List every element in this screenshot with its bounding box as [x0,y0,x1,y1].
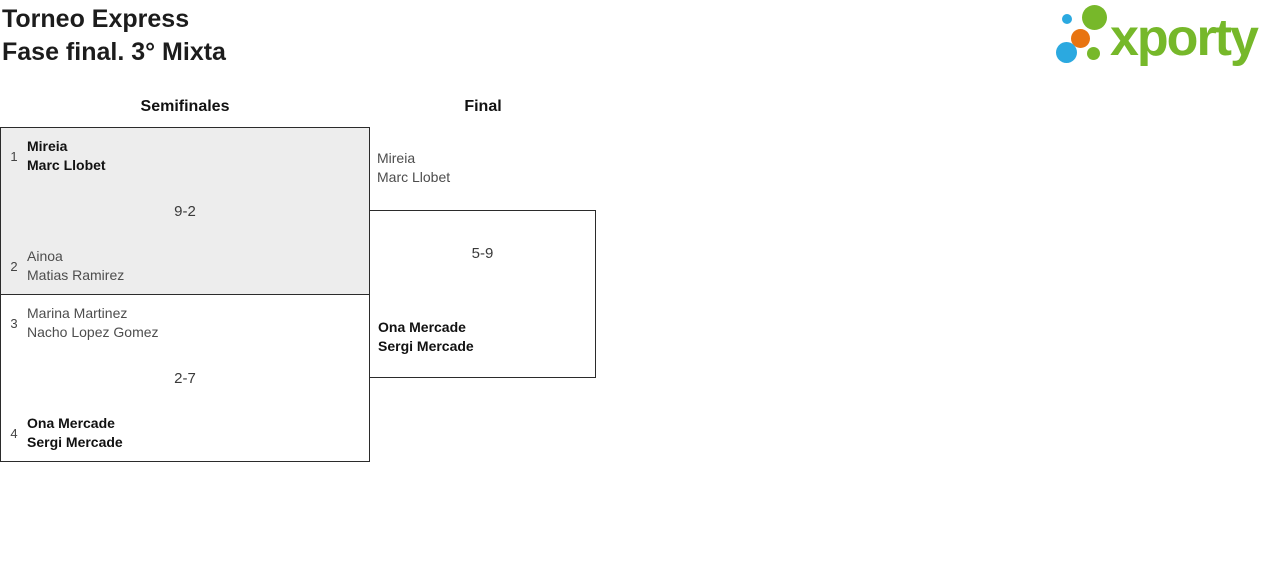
round-header-final: Final [464,98,502,115]
player-name: Ainoa [27,248,63,264]
tournament-name: Torneo Express [2,5,190,33]
player-name: Matias Ramirez [27,267,125,283]
team-row-top: 3 Marina Martinez Nacho Lopez Gomez [1,304,369,342]
match-final[interactable]: 5-9 Ona Mercade Sergi Mercade [369,210,596,378]
xporty-logo-text: xporty [1110,9,1259,67]
player-name: Nacho Lopez Gomez [27,324,159,340]
logo-dot-orange-icon [1071,29,1090,48]
player-name: Mireia [27,138,68,154]
seed-number: 2 [10,258,18,274]
match-semifinal-2[interactable]: 3 Marina Martinez Nacho Lopez Gomez 2-7 … [0,294,370,462]
team-names: Marina Martinez Nacho Lopez Gomez [27,304,159,342]
seed-number: 1 [10,148,18,164]
player-name: Ona Mercade [27,415,115,431]
page-title: Torneo Express Fase final. 3° Mixta [2,3,226,69]
player-name: Ona Mercade [378,319,466,335]
match-score: 9-2 [174,202,196,220]
phase-category-subtitle: Fase final. 3° Mixta [2,38,226,66]
player-name: Sergi Mercade [27,434,123,450]
logo-dot-green-small-icon [1087,47,1100,60]
team-row-top: 1 Mireia Marc Llobet [1,137,369,175]
match-score: 5-9 [471,245,494,262]
final-team-bottom-names-winner: Ona Mercade Sergi Mercade [378,318,474,356]
seed-number: 3 [10,315,18,331]
team-names-winner: Mireia Marc Llobet [27,137,106,175]
xporty-logo[interactable]: xporty [1052,4,1278,76]
round-header-semifinals: Semifinales [140,98,230,115]
team-names: Ainoa Matias Ramirez [27,247,124,285]
team-names-winner: Ona Mercade Sergi Mercade [27,414,123,452]
player-name: Marc Llobet [27,157,106,173]
team-row-bottom: 4 Ona Mercade Sergi Mercade [1,414,369,452]
logo-dot-green-large-icon [1082,5,1107,30]
player-name: Sergi Mercade [378,338,474,354]
team-row-bottom: 2 Ainoa Matias Ramirez [1,247,369,285]
player-name: Mireia [377,150,416,166]
logo-dot-blue-large-icon [1056,42,1077,63]
seed-number: 4 [10,425,18,441]
player-name: Marc Llobet [377,169,451,185]
final-team-top-names: Mireia Marc Llobet [377,149,450,187]
match-score: 2-7 [174,369,196,387]
logo-dot-blue-small-icon [1062,14,1072,24]
match-semifinal-1[interactable]: 1 Mireia Marc Llobet 9-2 2 Ainoa Matias … [0,127,370,295]
player-name: Marina Martinez [27,305,128,321]
